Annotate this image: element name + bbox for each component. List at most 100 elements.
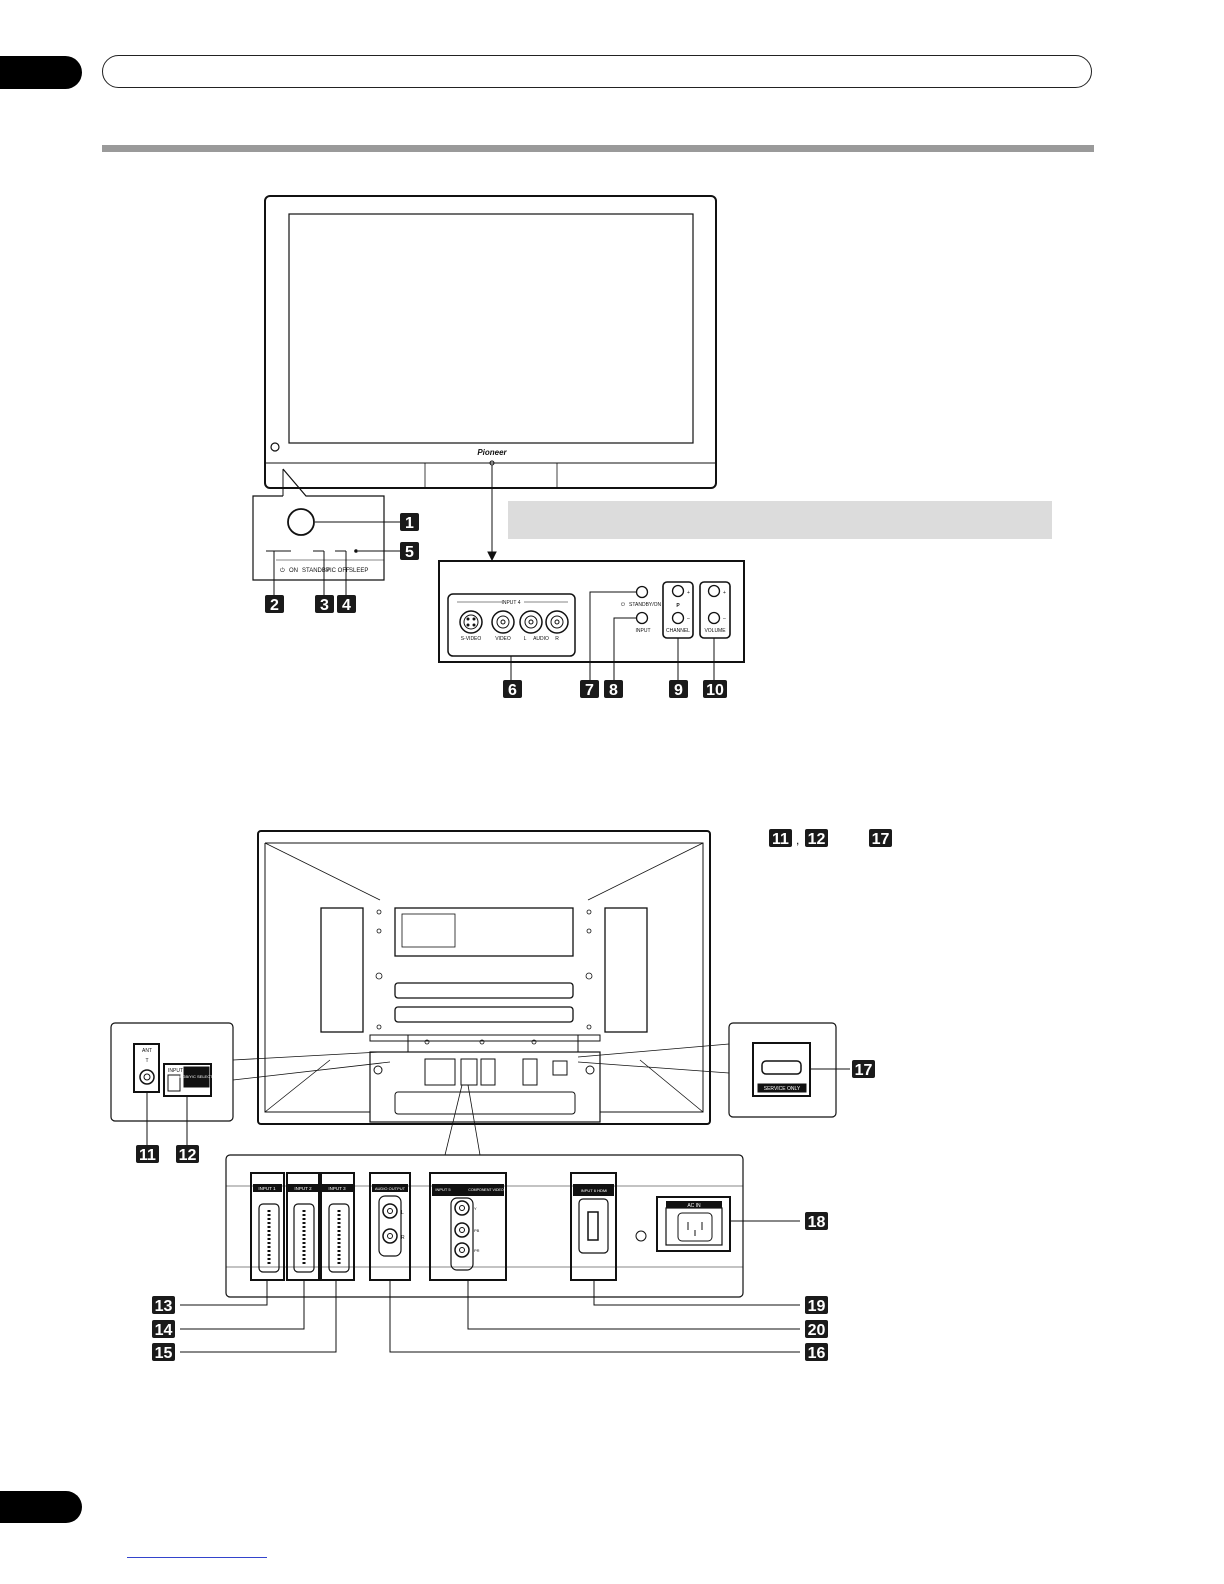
svg-text:20: 20 xyxy=(808,1322,826,1339)
svg-text:INPUT: INPUT xyxy=(636,628,651,634)
svg-text:INPUT 6 HDMI: INPUT 6 HDMI xyxy=(581,1188,608,1193)
side-leaders xyxy=(510,591,715,680)
svg-text:ON: ON xyxy=(289,568,298,574)
svg-text:COMPONENT VIDEO: COMPONENT VIDEO xyxy=(468,1188,504,1192)
svg-text:19: 19 xyxy=(808,1298,826,1315)
svg-text:18: 18 xyxy=(808,1214,826,1231)
terminal-labels: INPUT 1 INPUT 2 INPUT 3 AUDIO OUTPUT L R… xyxy=(253,1184,722,1253)
callout-8: 8 xyxy=(604,680,623,699)
callout-17: 17 xyxy=(852,1060,875,1079)
svg-text:2: 2 xyxy=(270,597,279,614)
callout-9: 9 xyxy=(669,680,688,699)
side-panel-labels: INPUT 4 S-VIDEO VIDEO L AUDIO R ⏻ STANDB… xyxy=(461,590,726,642)
svg-text:4: 4 xyxy=(342,597,351,614)
svg-text:INPUT 4: INPUT 4 xyxy=(501,600,520,606)
svg-text:1: 1 xyxy=(405,515,414,532)
svg-text:–: – xyxy=(723,616,726,622)
svg-text:+: + xyxy=(687,590,690,596)
callout-10: 10 xyxy=(703,680,727,699)
svg-text:L: L xyxy=(524,636,527,642)
callout-13: 13 xyxy=(152,1296,175,1315)
svg-text:L: L xyxy=(401,1210,404,1216)
svg-text:VOLUME: VOLUME xyxy=(704,628,726,634)
callout-19: 19 xyxy=(805,1296,828,1315)
callout-4: 4 xyxy=(337,595,356,614)
svg-text:6: 6 xyxy=(508,682,517,699)
svg-text:10: 10 xyxy=(706,682,724,699)
callout-18: 18 xyxy=(805,1212,828,1231)
svg-text:Y: Y xyxy=(474,1206,477,1211)
svg-text:R: R xyxy=(555,636,559,642)
svg-text:STANDBY/ON: STANDBY/ON xyxy=(629,602,662,608)
indicator-zoom xyxy=(252,468,385,581)
callout-5: 5 xyxy=(400,542,419,561)
svg-text:INPUT 3: INPUT 3 xyxy=(328,1186,346,1191)
svg-text:3: 3 xyxy=(320,597,329,614)
svg-text:INPUT: INPUT xyxy=(168,1068,183,1074)
svg-text:–: – xyxy=(687,616,690,622)
svg-text:CHANNEL: CHANNEL xyxy=(666,628,690,634)
svg-text:⏻: ⏻ xyxy=(280,567,285,574)
svg-text:INPUT 5: INPUT 5 xyxy=(435,1187,451,1192)
note-callout-17: 17 xyxy=(869,829,892,848)
ant-zoom-labels: ANT T INPUT RGB/Y/C SELECT xyxy=(142,1048,213,1079)
svg-text:17: 17 xyxy=(872,831,890,848)
svg-text:11: 11 xyxy=(139,1147,156,1164)
side-arrow xyxy=(487,460,497,562)
svg-text:7: 7 xyxy=(585,682,594,699)
svg-text:P: P xyxy=(676,603,680,609)
callout-2: 2 xyxy=(265,595,284,614)
front-leaders xyxy=(273,521,400,596)
side-control-panel xyxy=(438,560,745,663)
svg-text:AUDIO OUTPUT: AUDIO OUTPUT xyxy=(375,1186,406,1191)
svg-text:11: 11 xyxy=(772,831,789,848)
svg-text:,: , xyxy=(796,833,799,847)
note-callout-11: 11 xyxy=(769,829,792,848)
svg-text:14: 14 xyxy=(155,1322,173,1339)
callout-6: 6 xyxy=(503,680,522,699)
svg-text:9: 9 xyxy=(674,682,683,699)
callout-16: 16 xyxy=(805,1343,828,1362)
svg-text:12: 12 xyxy=(179,1147,197,1164)
page-number-tab xyxy=(0,1491,82,1523)
svg-text:RGB/Y/C SELECT: RGB/Y/C SELECT xyxy=(179,1074,213,1079)
svg-text:PR: PR xyxy=(474,1248,480,1253)
svg-text:AUDIO: AUDIO xyxy=(533,636,549,642)
svg-text:17: 17 xyxy=(855,1062,873,1079)
callout-11: 11 xyxy=(136,1145,159,1164)
svg-text:12: 12 xyxy=(808,831,826,848)
svg-text:8: 8 xyxy=(609,682,618,699)
service-zoom xyxy=(577,1022,850,1118)
svg-text:+: + xyxy=(723,590,726,596)
svg-text:13: 13 xyxy=(155,1298,173,1315)
callout-3: 3 xyxy=(315,595,334,614)
svg-text:⏻: ⏻ xyxy=(621,602,625,608)
svg-text:15: 15 xyxy=(155,1345,173,1362)
ant-leaders xyxy=(146,1092,188,1145)
svg-text:STANDBY: STANDBY xyxy=(302,568,330,574)
tv-front xyxy=(264,195,717,489)
header-bar xyxy=(102,55,1092,88)
svg-text:INPUT 2: INPUT 2 xyxy=(294,1186,312,1191)
brand-logo: Pioneer xyxy=(477,448,507,457)
service-label: SERVICE ONLY xyxy=(764,1086,801,1092)
note-band xyxy=(508,501,1052,539)
section-rule xyxy=(102,145,1094,152)
svg-text:PB: PB xyxy=(474,1228,480,1233)
svg-text:ANT: ANT xyxy=(142,1048,152,1054)
chapter-tab xyxy=(0,56,82,89)
svg-text:S-VIDEO: S-VIDEO xyxy=(461,636,482,642)
callout-1: 1 xyxy=(400,513,419,532)
svg-text:T: T xyxy=(145,1058,148,1064)
svg-text:AC IN: AC IN xyxy=(687,1203,701,1209)
terminal-leaders xyxy=(180,1220,800,1353)
svg-text:INPUT 1: INPUT 1 xyxy=(258,1186,276,1191)
svg-text:16: 16 xyxy=(808,1345,826,1362)
callout-numbers: 1 5 2 3 4 6 7 8 9 10 11 , 12 17 11 12 17… xyxy=(136,513,892,1362)
ant-zoom xyxy=(110,1022,391,1122)
footer-link-line xyxy=(127,1557,267,1558)
tv-rear xyxy=(257,830,711,1125)
svg-text:PIC OFF: PIC OFF xyxy=(326,568,350,574)
callout-7: 7 xyxy=(580,680,599,699)
